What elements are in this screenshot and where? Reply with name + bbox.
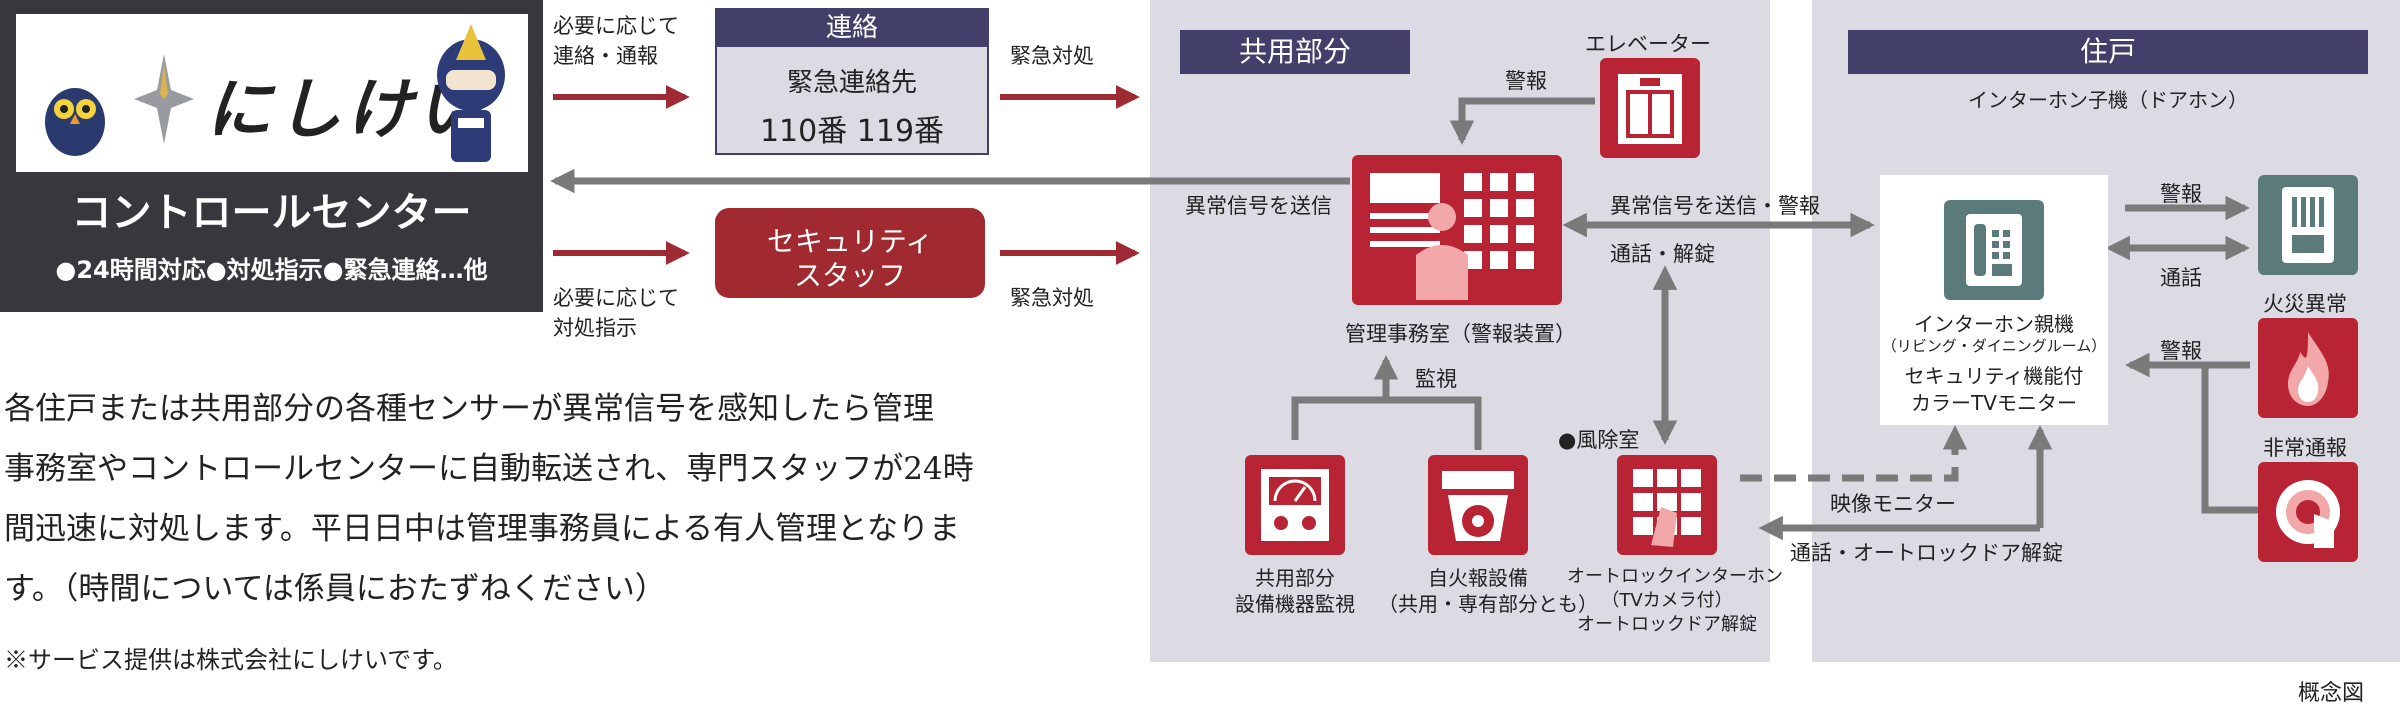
master-label-2: （リビング・ダイニングルーム） [1881,337,2107,355]
fire-label: 火災異常 [2263,292,2347,316]
equip-label-1: 共用部分 [1255,566,1335,590]
star-logo-icon [134,54,194,144]
footer-label: 概念図 [2298,681,2365,706]
fire-equip-label-1: 自火報設備 [1428,566,1528,590]
abnormal-send-alarm-label: 異常信号を送信・警報 [1610,194,1820,218]
emergency-button-box [2258,462,2358,562]
alarm-1-label: 警報 [2160,182,2202,206]
door-phone-icon [2282,187,2334,263]
intercom-master-icon [1966,214,2022,286]
elevator-icon [1618,74,1682,144]
master-label-4: カラーTVモニター [1911,391,2077,415]
elevator-box [1600,58,1700,158]
logo-area: にしけい [16,14,528,172]
alarm-elevator-label: 警報 [1505,69,1547,93]
video-monitor-label: 映像モニター [1830,492,1956,516]
note-contact-1: 必要に応じて [553,14,679,38]
flame-icon [2288,332,2329,406]
emergency-label-2: 緊急対処 [1010,286,1094,310]
windbreak-label: ●風除室 [1558,428,1640,452]
note-contact-2: 連絡・通報 [553,44,658,68]
residence-header: 住戸 [1848,30,2368,74]
gauge-icon [1261,469,1329,541]
fire-equip-label-2: （共用・専有部分とも） [1378,592,1598,616]
keypad-icon [1633,469,1701,547]
elevator-label: エレベーター [1585,32,1711,56]
fire-sensor-box [2258,318,2358,418]
door-phone-label: インターホン子機（ドアホン） [1968,88,2248,112]
autolock-label-2: （TVカメラ付） [1601,590,1733,611]
fire-alarm-icon [1442,471,1514,541]
monitor-label: 監視 [1415,367,1457,391]
contact-line-1: 緊急連絡先 [786,68,917,98]
description-line-2: 事務室やコントロールセンターに自動転送され、専門スタッフが24時 [4,451,974,487]
security-staff-line-2: スタッフ [793,259,906,292]
note-instruct-1: 必要に応じて [553,286,679,310]
note-instruct-2: 対処指示 [553,316,637,340]
autolock-box [1617,455,1717,555]
contact-box: 連絡 緊急連絡先 110番 119番 [715,8,989,155]
talk-label: 通話 [2160,266,2202,290]
emergency-label-1: 緊急対処 [1010,44,1094,68]
security-staff-box: セキュリティ スタッフ [715,208,985,298]
abnormal-send-label: 異常信号を送信 [1185,194,1332,218]
security-staff-line-1: セキュリティ [766,225,934,258]
logo-text: にしけい [206,71,486,148]
master-unit-icon-box [1944,200,2044,300]
master-label-3: セキュリティ機能付 [1904,364,2084,388]
description-line-4: す。（時間については係員におたずねください） [4,571,666,607]
contact-box-header: 連絡 [717,10,987,47]
control-subtitle: ●24時間対応●対処指示●緊急連絡…他 [55,256,488,284]
common-header: 共用部分 [1180,30,1410,74]
alarm-panel-icon [1370,173,1534,300]
description-line-1: 各住戸または共用部分の各種センサーが異常信号を感知したら管理 [4,391,934,427]
master-label-1: インターホン親機 [1914,312,2074,336]
contact-line-2: 110番 119番 [759,114,945,149]
emergency-call-label: 非常通報 [2263,436,2347,460]
mascot-owl-icon [45,88,105,156]
autolock-label-1: オートロックインターホン [1567,566,1783,587]
description-line-3: 間迅速に対処します。平日日中は管理事務員による有人管理となりま [4,511,961,547]
master-unit-box: インターホン親機 （リビング・ダイニングルーム） セキュリティ機能付 カラーTV… [1880,175,2108,425]
fire-equipment-box [1428,455,1528,555]
equip-label-2: 設備機器監視 [1235,592,1355,616]
office-label: 管理事務室（警報装置） [1345,322,1576,346]
management-office-box [1352,155,1562,305]
door-phone-box [2258,175,2358,275]
autolock-label-3: オートロックドア解錠 [1577,614,1757,635]
description-note: ※サービス提供は株式会社にしけいです。 [4,646,457,674]
call-autolock-label: 通話・オートロックドア解錠 [1790,541,2063,565]
emergency-button-icon [2276,480,2340,548]
control-title: コントロールセンター [71,190,472,236]
mascot-ninja-icon [437,24,505,162]
equipment-box [1245,455,1345,555]
alarm-2-label: 警報 [2160,339,2202,363]
control-center: にしけい コントロールセンター ●24時間対応●対処指示●緊急連絡…他 [0,0,543,312]
call-unlock-label: 通話・解錠 [1610,242,1715,266]
